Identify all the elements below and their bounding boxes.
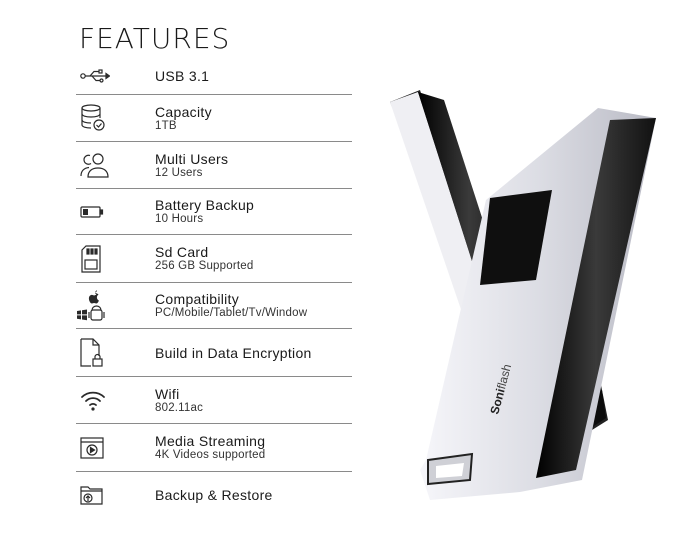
feature-value: 12 Users	[155, 166, 203, 179]
platforms-icon	[76, 289, 155, 322]
wifi-icon	[76, 389, 155, 411]
feature-value: 256 GB Supported	[155, 260, 254, 272]
battery-icon	[76, 205, 155, 219]
feature-row-encryption: Build in Data Encryption	[76, 329, 352, 377]
svg-text:Soniflash: Soniflash	[487, 363, 514, 416]
usb-icon	[76, 69, 155, 83]
feature-label: Multi Users	[155, 150, 229, 167]
sd-card-icon	[76, 244, 155, 273]
brand-name-light: flash	[494, 363, 514, 391]
feature-label: Compatibility	[155, 291, 240, 307]
feature-value: 802.11ac	[155, 401, 204, 414]
users-icon	[76, 152, 155, 178]
feature-row-compatibility: Compatibility PC/Mobile/Tablet/Tv/Window	[76, 283, 352, 329]
feature-list: USB 3.1 Capacity 1TB Multi Users 12 User…	[76, 58, 352, 518]
brand-name-bold: Soni	[487, 387, 507, 416]
usb-drive-product-image: Soniflash	[390, 90, 656, 500]
feature-value: 10 Hours	[155, 213, 204, 225]
feature-row-multi-users: Multi Users 12 Users	[76, 142, 352, 189]
locked-file-icon	[76, 337, 155, 368]
feature-label: Sd Card	[155, 244, 209, 260]
feature-value: 1TB	[155, 119, 177, 132]
page-title: FEATURES	[79, 22, 231, 55]
feature-label: Build in Data Encryption	[155, 344, 312, 361]
feature-label: Capacity	[155, 103, 212, 120]
database-icon	[76, 104, 155, 132]
front-drive: Soniflash	[420, 108, 656, 500]
feature-label: Battery Backup	[155, 197, 255, 213]
feature-row-sd-card: Sd Card 256 GB Supported	[76, 235, 352, 283]
feature-row-usb: USB 3.1	[76, 58, 352, 95]
feature-row-media-streaming: Media Streaming 4K Videos supported	[76, 424, 352, 472]
feature-label: Wifi	[155, 385, 180, 402]
feature-row-wifi: Wifi 802.11ac	[76, 377, 352, 424]
feature-label: Backup & Restore	[155, 487, 273, 503]
feature-label: Media Streaming	[155, 433, 266, 449]
feature-row-backup: Backup & Restore	[76, 472, 352, 518]
feature-value: PC/Mobile/Tablet/Tv/Window	[155, 307, 308, 319]
backup-folder-icon	[76, 484, 155, 506]
feature-row-capacity: Capacity 1TB	[76, 95, 352, 142]
feature-value: 4K Videos supported	[155, 449, 266, 461]
media-icon	[76, 436, 155, 459]
feature-row-battery: Battery Backup 10 Hours	[76, 189, 352, 235]
feature-label: USB 3.1	[155, 68, 210, 84]
